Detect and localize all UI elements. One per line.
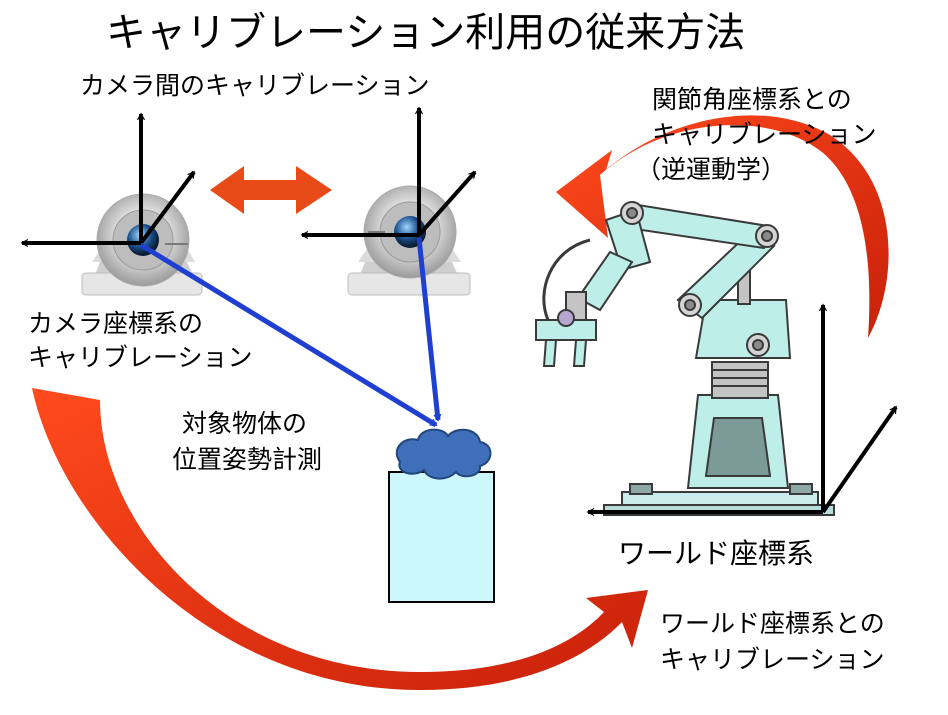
world-coord-label: ワールド座標系 xyxy=(618,537,815,570)
object-label-line2: 位置姿勢計測 xyxy=(172,445,323,474)
world-calibration-arrow xyxy=(32,388,648,690)
object-label-line1: 対象物体の xyxy=(182,409,308,438)
joint-label-line2: キャリブレーション xyxy=(652,120,877,149)
measurement-rays xyxy=(139,237,442,428)
robot-arm-icon xyxy=(535,201,835,516)
camera-between-arrow xyxy=(210,166,332,214)
joint-label-line3: （逆運動学） xyxy=(636,155,787,184)
camera-coord-label-line2: キャリブレーション xyxy=(28,343,253,372)
world-calib-label-line2: キャリブレーション xyxy=(660,645,885,674)
joint-label-line1: 関節角座標系との xyxy=(652,85,852,114)
world-axes xyxy=(586,303,898,516)
cloud-icon xyxy=(395,428,492,480)
world-calib-label-line1: ワールド座標系との xyxy=(660,609,885,638)
target-object xyxy=(388,428,495,603)
camera-between-label: カメラ間のキャリブレーション xyxy=(80,71,430,100)
page-title: キャリブレーション利用の従来方法 xyxy=(106,10,746,56)
camera-2-axes xyxy=(300,106,477,239)
camera-1-axes xyxy=(20,112,196,247)
camera-coord-label-line1: カメラ座標系の xyxy=(28,309,204,338)
camera-icon xyxy=(347,185,471,296)
